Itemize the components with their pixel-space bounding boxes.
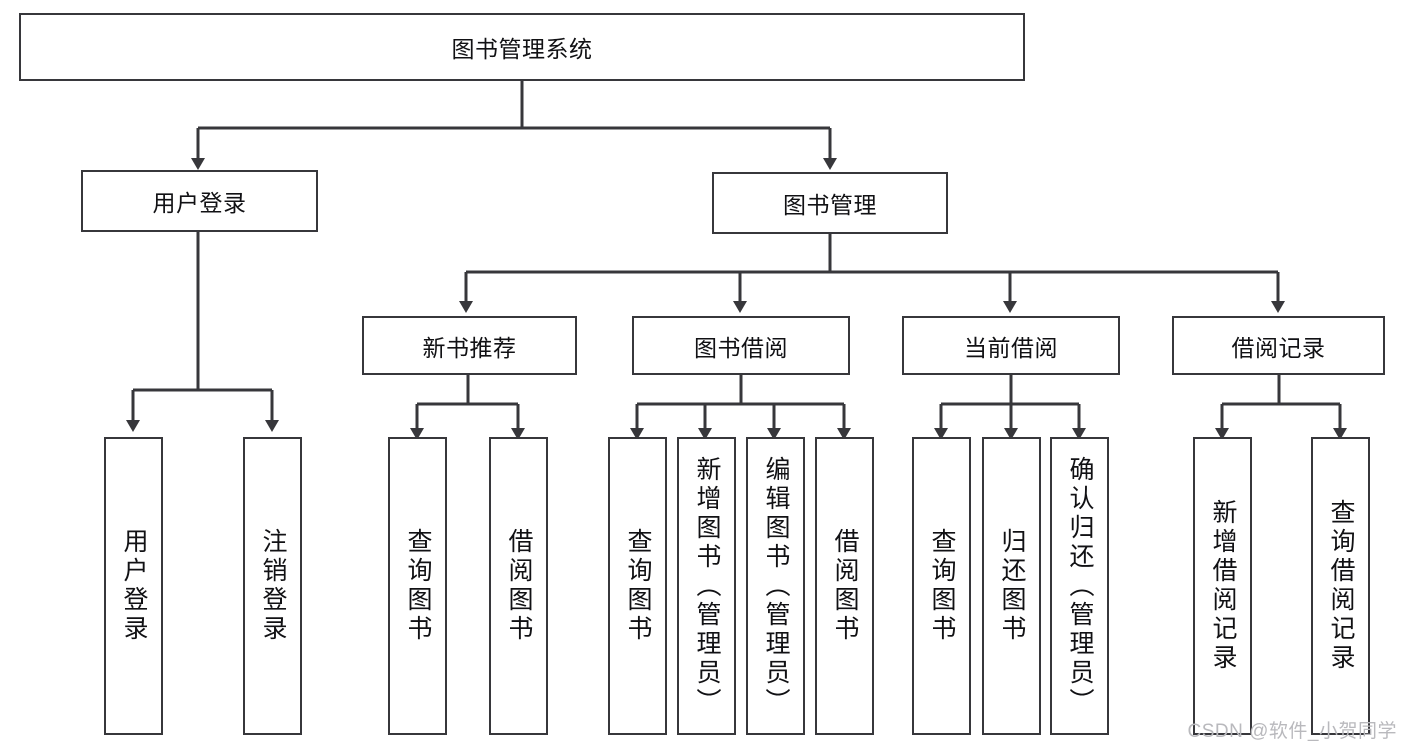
- leaf-query-record[interactable]: 查询借阅记录: [1311, 437, 1370, 735]
- leaf-edit-book[interactable]: 编辑图书（管理员）: [746, 437, 805, 735]
- leaf-logout-login[interactable]: 注销登录: [243, 437, 302, 735]
- leaf-query-book-3[interactable]: 查询图书: [912, 437, 971, 735]
- leaf-user-login-label: 用户登录: [120, 528, 148, 644]
- node-root[interactable]: 图书管理系统: [19, 13, 1025, 81]
- node-borrow-record-label: 借阅记录: [1231, 334, 1326, 361]
- leaf-query-book-1[interactable]: 查询图书: [388, 437, 447, 735]
- node-borrow-record[interactable]: 借阅记录: [1172, 316, 1385, 375]
- node-user-login-label: 用户登录: [152, 190, 247, 216]
- csdn-watermark: CSDN @软件_小贺同学: [1187, 721, 1397, 742]
- leaf-borrow-book-1[interactable]: 借阅图书: [489, 437, 548, 735]
- leaf-return-book-label: 归还图书: [998, 528, 1026, 644]
- leaf-query-book-2[interactable]: 查询图书: [608, 437, 667, 735]
- leaf-borrow-book-2[interactable]: 借阅图书: [815, 437, 874, 735]
- node-book-manage[interactable]: 图书管理: [712, 172, 948, 234]
- leaf-edit-book-label: 编辑图书（管理员）: [762, 455, 790, 717]
- leaf-confirm-return-label: 确认归还（管理员）: [1066, 455, 1094, 717]
- node-current-borrow-label: 当前借阅: [964, 334, 1058, 361]
- node-user-login[interactable]: 用户登录: [81, 170, 318, 232]
- leaf-query-book-2-label: 查询图书: [624, 528, 652, 644]
- leaf-user-login[interactable]: 用户登录: [104, 437, 163, 735]
- leaf-query-book-1-label: 查询图书: [404, 528, 432, 644]
- leaf-return-book[interactable]: 归还图书: [982, 437, 1041, 735]
- node-book-manage-label: 图书管理: [783, 192, 877, 218]
- leaf-query-book-3-label: 查询图书: [928, 528, 956, 644]
- leaf-confirm-return[interactable]: 确认归还（管理员）: [1050, 437, 1109, 735]
- leaf-borrow-book-2-label: 借阅图书: [831, 528, 859, 644]
- leaf-add-book[interactable]: 新增图书（管理员）: [677, 437, 736, 735]
- node-new-book-recommend-label: 新书推荐: [422, 334, 517, 361]
- node-root-label: 图书管理系统: [451, 36, 593, 62]
- leaf-query-record-label: 查询借阅记录: [1327, 499, 1355, 673]
- leaf-logout-login-label: 注销登录: [259, 528, 287, 644]
- node-new-book-recommend[interactable]: 新书推荐: [362, 316, 577, 375]
- leaf-borrow-book-1-label: 借阅图书: [505, 528, 533, 644]
- node-book-borrow-label: 图书借阅: [694, 334, 788, 361]
- leaf-add-record[interactable]: 新增借阅记录: [1193, 437, 1252, 735]
- node-book-borrow[interactable]: 图书借阅: [632, 316, 850, 375]
- leaf-add-book-label: 新增图书（管理员）: [693, 455, 721, 717]
- leaf-add-record-label: 新增借阅记录: [1209, 499, 1237, 673]
- node-current-borrow[interactable]: 当前借阅: [902, 316, 1120, 375]
